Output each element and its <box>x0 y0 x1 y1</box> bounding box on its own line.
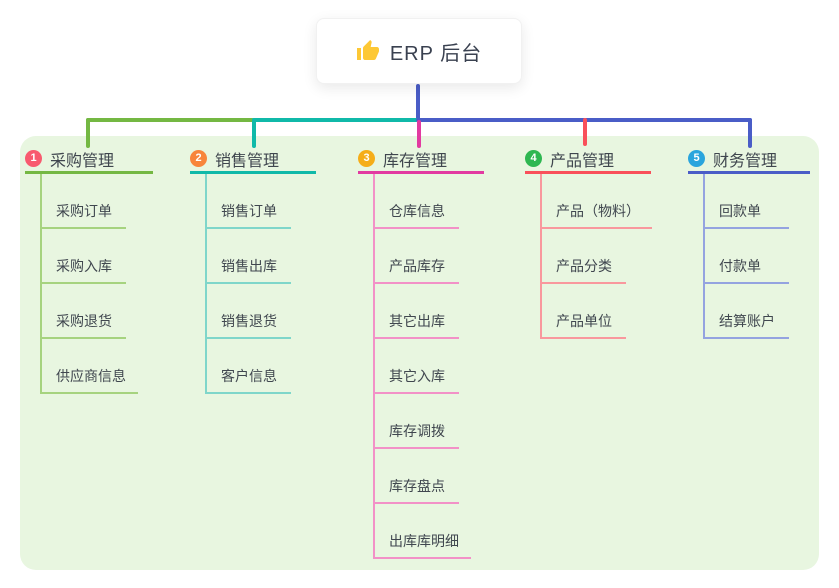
drop-line-finance <box>748 118 752 148</box>
node-item[interactable]: 客户信息 <box>207 339 291 394</box>
node-item[interactable]: 出库库明细 <box>375 504 471 559</box>
branch-finance: 5 财务管理 回款单 付款单 结算账户 <box>688 146 810 339</box>
branch-title-finance[interactable]: 5 财务管理 <box>688 146 810 174</box>
node-item[interactable]: 回款单 <box>705 174 789 229</box>
bus-line-teal <box>252 118 418 122</box>
node-item[interactable]: 采购入库 <box>42 229 126 284</box>
node-item[interactable]: 付款单 <box>705 229 789 284</box>
number-badge: 5 <box>688 150 705 167</box>
branch-sales: 2 销售管理 销售订单 销售出库 销售退货 客户信息 <box>190 146 316 394</box>
branch-items: 采购订单 采购入库 采购退货 供应商信息 <box>40 174 138 394</box>
node-item[interactable]: 产品库存 <box>375 229 459 284</box>
branch-title-inventory[interactable]: 3 库存管理 <box>358 146 484 174</box>
bus-line-green <box>86 118 254 122</box>
branch-title-sales[interactable]: 2 销售管理 <box>190 146 316 174</box>
branch-title-label: 库存管理 <box>383 152 448 170</box>
node-item[interactable]: 库存调拨 <box>375 394 459 449</box>
branch-product: 4 产品管理 产品（物料） 产品分类 产品单位 <box>525 146 652 339</box>
thumbs-up-icon <box>356 39 380 63</box>
node-item[interactable]: 供应商信息 <box>42 339 138 394</box>
node-item[interactable]: 产品分类 <box>542 229 626 284</box>
drop-line-sales <box>252 118 256 148</box>
node-item[interactable]: 其它出库 <box>375 284 459 339</box>
node-item[interactable]: 库存盘点 <box>375 449 459 504</box>
number-badge: 1 <box>25 150 42 167</box>
node-item[interactable]: 销售订单 <box>207 174 291 229</box>
branch-title-product[interactable]: 4 产品管理 <box>525 146 651 174</box>
branch-title-label: 产品管理 <box>550 152 615 170</box>
number-badge: 3 <box>358 150 375 167</box>
root-node[interactable]: ERP 后台 <box>316 18 522 84</box>
node-item[interactable]: 销售出库 <box>207 229 291 284</box>
branch-title-label: 销售管理 <box>215 152 280 170</box>
branch-title-label: 财务管理 <box>713 152 778 170</box>
branch-inventory: 3 库存管理 仓库信息 产品库存 其它出库 其它入库 库存调拨 库存盘点 出库库… <box>358 146 484 559</box>
branch-items: 销售订单 销售出库 销售退货 客户信息 <box>205 174 291 394</box>
branch-items: 回款单 付款单 结算账户 <box>703 174 789 339</box>
node-item[interactable]: 结算账户 <box>705 284 789 339</box>
branch-title-label: 采购管理 <box>50 152 115 170</box>
drop-line-product <box>583 118 587 146</box>
root-node-label: ERP 后台 <box>389 42 483 65</box>
number-badge: 2 <box>190 150 207 167</box>
node-item[interactable]: 采购退货 <box>42 284 126 339</box>
node-item[interactable]: 其它入库 <box>375 339 459 394</box>
branch-purchase: 1 采购管理 采购订单 采购入库 采购退货 供应商信息 <box>25 146 153 394</box>
node-item[interactable]: 产品单位 <box>542 284 626 339</box>
number-badge: 4 <box>525 150 542 167</box>
branch-items: 仓库信息 产品库存 其它出库 其它入库 库存调拨 库存盘点 出库库明细 <box>373 174 471 559</box>
root-connector-line <box>416 84 420 120</box>
drop-line-inventory <box>417 120 421 148</box>
drop-line-purchase <box>86 118 90 148</box>
node-item[interactable]: 产品（物料） <box>542 174 652 229</box>
branches-panel <box>20 136 819 570</box>
branch-title-purchase[interactable]: 1 采购管理 <box>25 146 153 174</box>
node-item[interactable]: 仓库信息 <box>375 174 459 229</box>
node-item[interactable]: 销售退货 <box>207 284 291 339</box>
branch-items: 产品（物料） 产品分类 产品单位 <box>540 174 652 339</box>
node-item[interactable]: 采购订单 <box>42 174 126 229</box>
